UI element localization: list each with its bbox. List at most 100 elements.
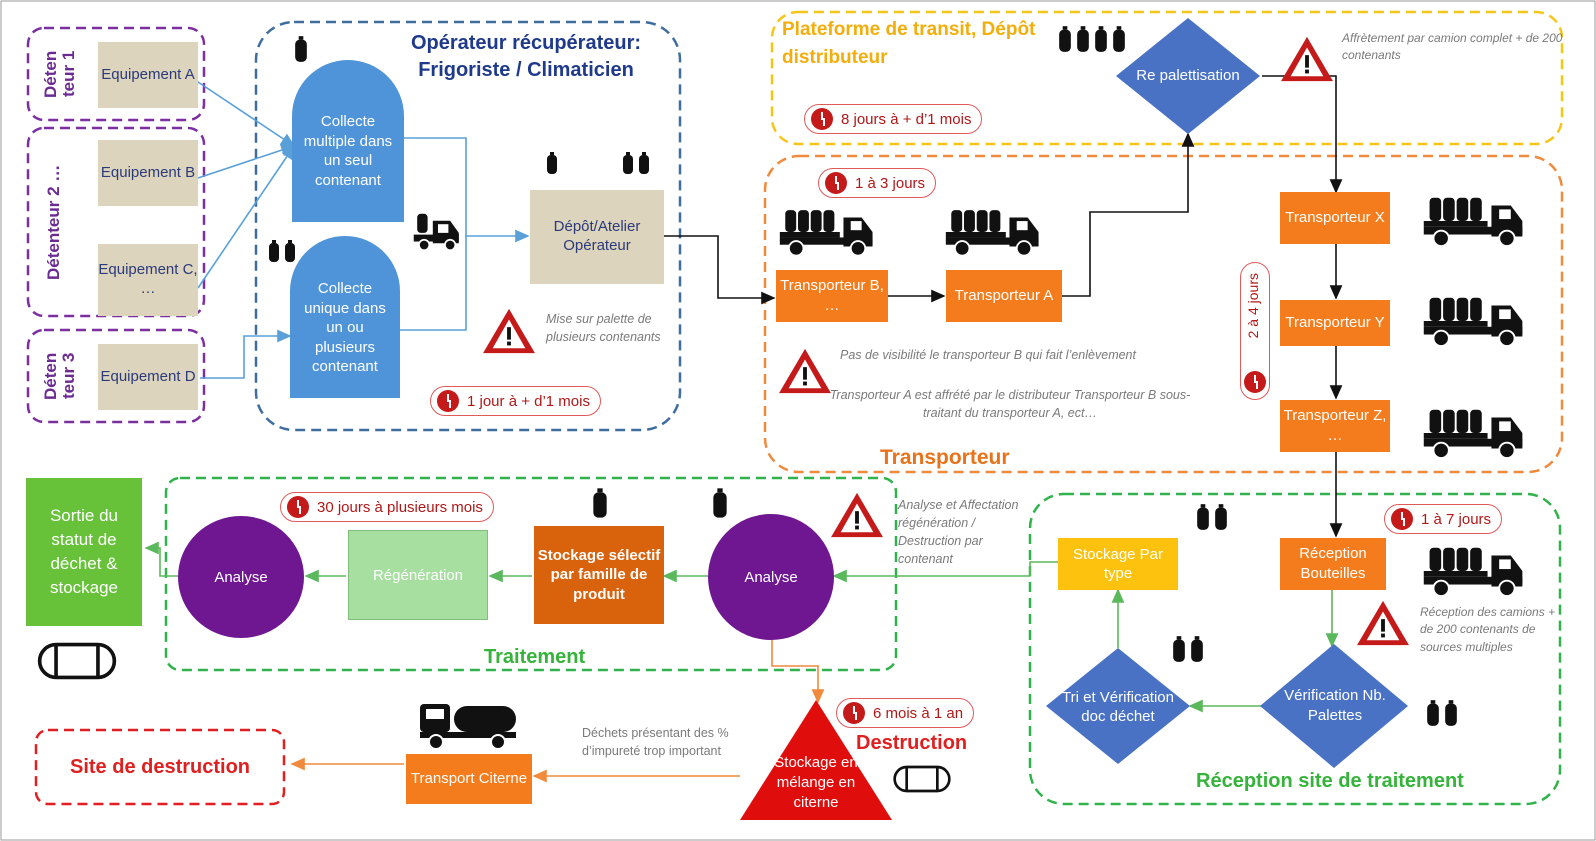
bottle-icon bbox=[713, 488, 727, 518]
reception-duration-text: 1 à 7 jours bbox=[1421, 510, 1492, 528]
bottle-icon bbox=[1197, 504, 1209, 530]
treatment-arrows bbox=[144, 541, 1339, 713]
equipment-b: Equipement B bbox=[98, 140, 198, 206]
truck-icon bbox=[1422, 196, 1524, 248]
transit-duration: 8 jours à + d’1 mois bbox=[804, 104, 983, 134]
storage-selective: Stockage sélectif par famille de produit bbox=[534, 526, 664, 624]
holder1-border bbox=[26, 26, 206, 122]
warning-icon bbox=[483, 308, 535, 354]
tanker-truck-icon bbox=[419, 703, 517, 750]
bottle-icon bbox=[1445, 700, 1457, 726]
operator-title: Opérateur récupérateur: Frigoriste / Cli… bbox=[410, 32, 642, 81]
reception-border bbox=[1028, 492, 1562, 806]
carrier-x: Transporteur X bbox=[1280, 192, 1390, 244]
equipment-a: Equipement A bbox=[98, 42, 198, 108]
operator-duration: 1 jour à + d’1 mois bbox=[430, 386, 601, 416]
treatment-note: Analyse et Affectation régénération / De… bbox=[898, 498, 1019, 567]
transit-note: Affrètement par camion complet + de 200 … bbox=[1342, 31, 1563, 63]
warning-icon bbox=[1281, 36, 1333, 82]
treatment-duration: 30 jours à plusieurs mois bbox=[280, 492, 494, 522]
carrier-b: Transporteur B, … bbox=[776, 270, 888, 322]
bottle-icon bbox=[1173, 636, 1185, 662]
bottle-icon bbox=[547, 152, 557, 174]
clock-icon bbox=[1391, 508, 1413, 530]
reception-bottles: Réception Bouteilles bbox=[1280, 538, 1386, 590]
transport-duration-vertical-text: 2 à 4 jours bbox=[1245, 273, 1261, 339]
truck-icon bbox=[1422, 408, 1524, 460]
transport-duration-vertical: 2 à 4 jours bbox=[1240, 262, 1270, 400]
clock-icon bbox=[825, 172, 847, 194]
storage-mix-label: Stockage en mélange en citerne bbox=[774, 753, 858, 812]
analysis-1: Analyse bbox=[178, 516, 304, 638]
transport-note-2: Transporteur A est affrété par le distri… bbox=[829, 388, 1191, 421]
bottle-icon bbox=[269, 240, 279, 262]
destruction-duration: 6 mois à 1 an bbox=[836, 698, 975, 728]
tank-icon bbox=[37, 642, 117, 680]
carrier-a: Transporteur A bbox=[946, 270, 1062, 322]
treatment-duration-text: 30 jours à plusieurs mois bbox=[317, 498, 483, 516]
equipment-arrows bbox=[197, 81, 530, 379]
transport-duration-text: 1 à 3 jours bbox=[855, 174, 926, 192]
destruction-site: Site de destruction bbox=[69, 755, 251, 778]
bottle-icon bbox=[593, 488, 607, 518]
storage-by-type: Stockage Par type bbox=[1058, 538, 1178, 590]
warning-icon bbox=[1357, 600, 1409, 646]
destruction-site-border bbox=[34, 728, 286, 806]
destruction-duration-text: 6 mois à 1 an bbox=[873, 704, 964, 722]
holder1-label: Déten teur 1 bbox=[41, 50, 78, 98]
analysis-2: Analyse bbox=[708, 514, 834, 640]
transit-title: Plateforme de transit, Dépôt distributeu… bbox=[782, 19, 1036, 68]
repal-diamond bbox=[1116, 18, 1260, 134]
truck-icon bbox=[944, 209, 1040, 257]
bottle-icon bbox=[639, 152, 649, 174]
transit-border bbox=[770, 10, 1564, 146]
clock-icon bbox=[843, 702, 865, 724]
bottle-icon bbox=[1077, 26, 1089, 52]
treatment-title: Traitement bbox=[484, 646, 586, 668]
transport-note-1: Pas de visibilité le transporteur B qui … bbox=[840, 348, 1136, 362]
clock-icon bbox=[287, 496, 309, 518]
clock-icon bbox=[1244, 371, 1266, 393]
truck-icon bbox=[1422, 296, 1524, 348]
carrier-y: Transporteur Y bbox=[1280, 300, 1390, 346]
truck-icon bbox=[412, 212, 460, 252]
holder2-label: Détenteur 2 … bbox=[44, 164, 64, 280]
equipment-d: Equipement D bbox=[98, 344, 198, 410]
regeneration: Régénération bbox=[348, 530, 488, 620]
reception-title: Réception site de traitement bbox=[1196, 770, 1464, 792]
bottle-icon bbox=[1215, 504, 1227, 530]
treatment-border bbox=[164, 476, 898, 672]
operator-duration-text: 1 jour à + d’1 mois bbox=[467, 392, 590, 410]
bottle-icon bbox=[623, 152, 633, 174]
waste-status-exit: Sortie du statut de déchet & stockage bbox=[26, 478, 142, 626]
bottle-icon bbox=[295, 36, 307, 62]
flow-arrows bbox=[664, 75, 1343, 538]
truck-icon bbox=[778, 209, 874, 257]
bottle-icon bbox=[285, 240, 295, 262]
repal-label: Re palettisation bbox=[1136, 66, 1240, 84]
sort-diamond bbox=[1046, 648, 1190, 764]
clock-icon bbox=[437, 390, 459, 412]
holder3-label: Déten teur 3 bbox=[41, 352, 78, 400]
destruction-note: Déchets présentant des % d’impureté trop… bbox=[582, 726, 729, 759]
transit-duration-text: 8 jours à + d’1 mois bbox=[841, 110, 972, 128]
bottle-icon bbox=[1095, 26, 1107, 52]
destruction-title: Destruction bbox=[856, 732, 968, 754]
collect-unique: Collecte unique dans un ou plusieurs con… bbox=[290, 236, 400, 398]
transport-tanker: Transport Citerne bbox=[406, 754, 532, 804]
transport-border bbox=[763, 154, 1564, 474]
sort-label: Tri et Vérification doc déchet bbox=[1062, 688, 1174, 726]
storage-mix-triangle bbox=[740, 700, 892, 820]
equipment-c: Equipement C, … bbox=[98, 244, 198, 316]
truck-icon bbox=[1422, 546, 1524, 598]
verif-pallets-label: Vérification Nb. Palettes bbox=[1284, 686, 1386, 724]
collect-multiple: Collecte multiple dans un seul contenant bbox=[292, 60, 404, 222]
reception-duration: 1 à 7 jours bbox=[1384, 504, 1503, 534]
carrier-z: Transporteur Z, … bbox=[1280, 400, 1390, 452]
holder2-border bbox=[26, 126, 206, 318]
operator-note: Mise sur palette de plusieurs contenants bbox=[546, 312, 661, 345]
verif-diamond bbox=[1260, 644, 1408, 768]
